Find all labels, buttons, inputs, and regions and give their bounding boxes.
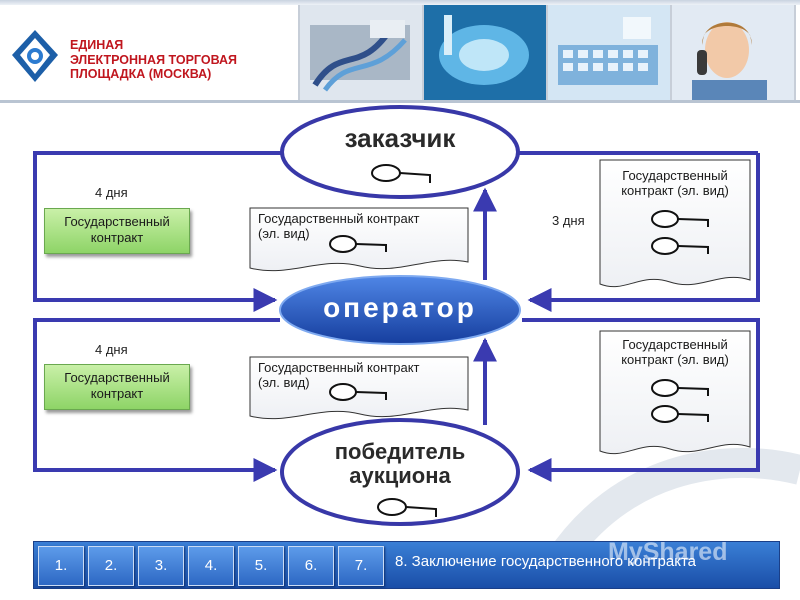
customer-node: [280, 105, 520, 199]
key-icon-top-mid: [329, 235, 387, 253]
bottom-right-doc-text: Государственный контракт (эл. вид): [600, 337, 750, 367]
top-green-line-1: Государственный: [64, 214, 170, 229]
bottom-loop-arrows: [33, 318, 760, 482]
bottom-green-line-1: Государственный: [64, 370, 170, 385]
current-step-title: 8. Заключение государственного контракта: [395, 553, 696, 570]
step-button-3[interactable]: 3.: [138, 546, 184, 586]
key-icon-customer: [371, 164, 431, 183]
step-button-5[interactable]: 5.: [238, 546, 284, 586]
key-icon-bottom-right-2: [651, 405, 709, 423]
step-button-2[interactable]: 2.: [88, 546, 134, 586]
top-mid-doc-shape: [249, 207, 469, 272]
cables-photo: [300, 5, 422, 100]
key-icon-top-right-1: [651, 210, 709, 228]
logo-line-2: ЭЛЕКТРОННАЯ ТОРГОВАЯ: [70, 52, 237, 67]
winner-node: [280, 418, 520, 526]
top-green-contract-text: Государственный контракт: [45, 214, 189, 246]
bottom-mid-doc-line-1: Государственный контракт: [258, 360, 420, 375]
header-top-stripe: [0, 0, 800, 5]
signature-key-icons: [329, 164, 709, 517]
top-green-line-2: контракт: [90, 230, 144, 245]
top-right-doc-line-2: контракт (эл. вид): [621, 183, 729, 198]
keyboard-photo: [548, 5, 670, 100]
header-bottom-stripe: [0, 100, 800, 103]
lab-photo: [424, 5, 546, 100]
bottom-right-doc-line-1: Государственный: [622, 337, 728, 352]
winner-label-line-1: победитель: [334, 439, 466, 464]
background-arc: [547, 447, 800, 569]
logo-line-1: ЕДИНАЯ: [70, 38, 124, 52]
bottom-mid-doc-line-2: (эл. вид): [258, 375, 310, 390]
step-button-6[interactable]: 6.: [288, 546, 334, 586]
bottom-right-doc-line-2: контракт (эл. вид): [621, 352, 729, 367]
operator-label: оператор: [323, 292, 477, 323]
key-icon-bottom-mid: [329, 383, 387, 401]
step-navigation-bar: 1. 2. 3. 4. 5. 6. 7.: [33, 541, 780, 589]
customer-label: заказчик: [344, 123, 456, 153]
step-button-1[interactable]: 1.: [38, 546, 84, 586]
top-loop-arrows: [33, 151, 760, 312]
bottom-green-contract-text: Государственный контракт: [45, 370, 189, 402]
step-button-4[interactable]: 4.: [188, 546, 234, 586]
top-mid-doc-text: Государственный контракт (эл. вид): [258, 211, 419, 241]
key-icon-winner: [377, 498, 437, 517]
logo-title: ЕДИНАЯ ЭЛЕКТРОННАЯ ТОРГОВАЯ ПЛОЩАДКА (МО…: [70, 38, 237, 82]
etp-logo-icon: [12, 30, 58, 82]
header-photo-keyboard: [546, 5, 670, 100]
header-photo-cables: [298, 5, 422, 100]
step-button-7[interactable]: 7.: [338, 546, 384, 586]
top-days-right: 3 дня: [552, 213, 585, 228]
bottom-green-line-2: контракт: [90, 386, 144, 401]
bottom-mid-doc-shape: [249, 356, 469, 420]
top-green-contract: Государственный контракт: [44, 208, 190, 254]
key-icon-bottom-right-1: [651, 379, 709, 397]
top-mid-doc-line-2: (эл. вид): [258, 226, 310, 241]
top-days-left: 4 дня: [95, 185, 128, 200]
top-mid-doc-line-1: Государственный контракт: [258, 211, 420, 226]
bottom-mid-doc-text: Государственный контракт (эл. вид): [258, 360, 419, 390]
myshared-watermark: MyShared: [608, 538, 728, 566]
bottom-days-left: 4 дня: [95, 342, 128, 357]
header-photo-lab: [422, 5, 546, 100]
winner-label-line-2: аукциона: [349, 463, 451, 488]
top-right-doc-line-1: Государственный: [622, 168, 728, 183]
top-right-doc-text: Государственный контракт (эл. вид): [600, 168, 750, 198]
woman-on-phone-photo: [672, 5, 794, 100]
logo-line-3: ПЛОЩАДКА (МОСКВА): [70, 67, 212, 81]
header: ЕДИНАЯ ЭЛЕКТРОННАЯ ТОРГОВАЯ ПЛОЩАДКА (МО…: [0, 0, 800, 103]
bottom-green-contract: Государственный контракт: [44, 364, 190, 410]
winner-label: победитель аукциона: [300, 440, 500, 488]
header-photo-woman: [670, 5, 796, 100]
operator-node: [279, 275, 521, 345]
key-icon-top-right-2: [651, 237, 709, 255]
